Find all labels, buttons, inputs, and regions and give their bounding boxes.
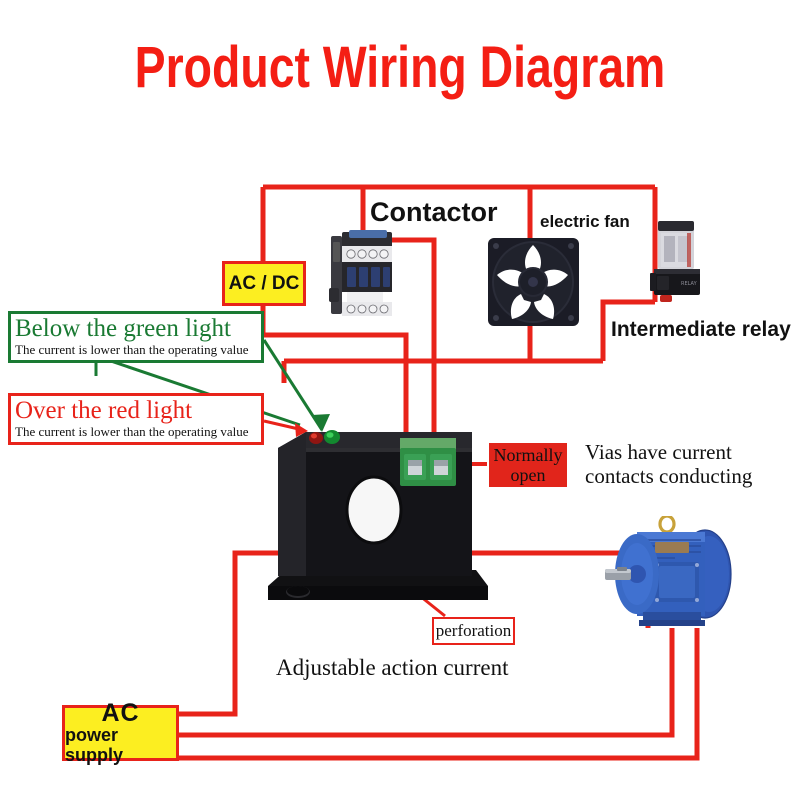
callout-red-subtext: The current is lower than the operating … — [15, 424, 249, 439]
ac-dc-text: AC / DC — [228, 272, 300, 294]
current-sensor-device — [268, 430, 488, 600]
contactor-label: Contactor — [370, 197, 498, 227]
ac-supply-line1: AC — [101, 699, 140, 727]
callout-green-heading: Below the green light — [15, 315, 231, 342]
vias-note-line2: contacts conducting — [585, 464, 753, 488]
callout-red-light: Over the red light The current is lower … — [8, 393, 264, 445]
perforation-text: perforation — [435, 621, 512, 640]
ac-dc-label-box: AC / DC — [222, 261, 306, 306]
wire-relay-return — [600, 299, 655, 361]
wire-supply-phase-2 — [179, 628, 675, 738]
electric-fan-label: electric fan — [540, 212, 630, 231]
terminal-block — [400, 438, 456, 486]
ac-power-supply-box: AC power supply — [62, 701, 179, 765]
vias-note-line1: Vias have current — [585, 440, 732, 464]
intermediate-relay-device: RELAY — [650, 221, 700, 302]
ac-supply-line2: power supply — [65, 725, 124, 765]
svg-text:RELAY: RELAY — [681, 281, 698, 287]
page-title: Product Wiring Diagram — [134, 35, 666, 100]
three-phase-motor-device — [605, 516, 732, 626]
perforation-label-box: perforation — [432, 617, 515, 645]
intermediate-relay-label: Intermediate relay — [611, 318, 791, 341]
vias-note: Vias have current contacts conducting — [585, 440, 752, 488]
red-led — [309, 432, 323, 444]
normally-open-label-box: Normally open — [489, 443, 567, 487]
callout-green-light: Below the green light The current is low… — [8, 311, 264, 363]
normally-open-line2: open — [510, 465, 546, 485]
adjustable-action-current-label: Adjustable action current — [276, 655, 509, 680]
normally-open-line1: Normally — [493, 445, 563, 465]
callout-red-heading: Over the red light — [15, 397, 193, 424]
red-callout-arrow — [263, 419, 308, 437]
callout-green-subtext: The current is lower than the operating … — [15, 342, 249, 357]
contactor-device — [329, 230, 392, 316]
electric-fan-device — [488, 238, 579, 326]
wire-supply-phase-3 — [179, 628, 700, 761]
